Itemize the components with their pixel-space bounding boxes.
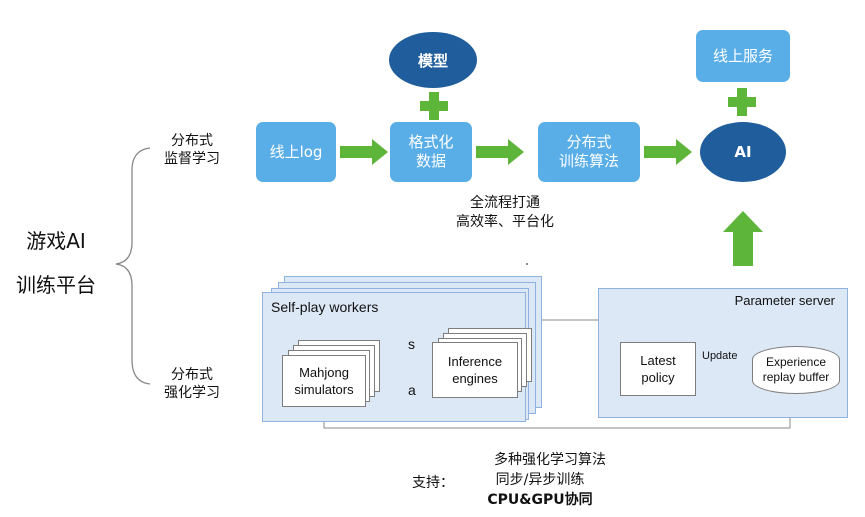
platform-title-line1: 游戏AI <box>26 229 86 253</box>
support-line-1: 多种强化学习算法 <box>494 452 606 468</box>
arrow-log-to-format <box>340 139 388 165</box>
pipeline-caption: 全流程打通 高效率、平台化 <box>456 195 554 230</box>
latest-policy-box: Latest policy <box>620 342 696 396</box>
inference-engines-box: Inference engines <box>432 342 518 398</box>
left-brace <box>115 147 151 385</box>
platform-title-line2: 训练平台 <box>16 273 96 297</box>
mahjong-simulators-box: Mahjong simulators <box>282 355 366 407</box>
update-label: Update <box>702 350 738 362</box>
model-node: 模型 <box>389 32 477 88</box>
support-line-3: CPU&GPU协同 <box>487 492 593 508</box>
branch-rl-label: 分布式 强化学习 <box>164 367 220 401</box>
replay-buffer-node: Experience replay buffer <box>752 346 840 394</box>
action-label: a <box>408 382 416 398</box>
format-data-box: 格式化 数据 <box>390 122 472 182</box>
parameter-server-title: Parameter server <box>734 293 835 308</box>
self-play-title: Self-play workers <box>271 299 379 315</box>
support-line-2: 同步/异步训练 <box>495 472 585 488</box>
branch-supervised-label: 分布式 监督学习 <box>164 133 220 167</box>
ai-node: AI <box>700 122 786 182</box>
green-arrows <box>340 88 763 266</box>
plus-service <box>728 88 756 116</box>
online-log-box: 线上log <box>256 122 336 182</box>
arrow-train-to-ai <box>644 139 692 165</box>
support-label: 支持： <box>412 475 454 491</box>
arrow-format-to-train <box>476 139 524 165</box>
online-service-box: 线上服务 <box>696 30 790 82</box>
arrow-rl-to-ai <box>723 211 763 266</box>
plus-model <box>420 92 448 120</box>
state-label: s <box>408 336 415 352</box>
dist-train-box: 分布式 训练算法 <box>538 122 640 182</box>
